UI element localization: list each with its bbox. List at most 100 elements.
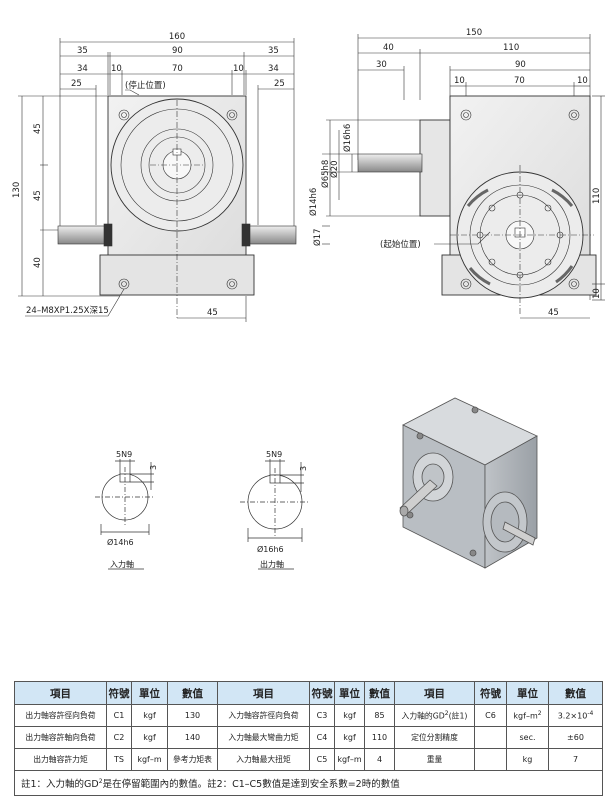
start-position-label: (起始位置) [380, 239, 421, 250]
input-shaft-section [95, 459, 155, 570]
table-cell: C6 [474, 704, 507, 727]
header-value-2: 數值 [364, 681, 395, 705]
table-header-row: 項目 符號 單位 數值 項目 符號 單位 數值 項目 符號 單位 數值 [14, 681, 603, 705]
header-unit-3: 單位 [506, 681, 549, 705]
side-view-labels: 150 40 110 30 90 10 70 10 Ø16h6 Ø65h8 Ø2… [308, 28, 602, 318]
input-shaft-caption: 入力軸 [110, 559, 134, 569]
dim-70: 70 [172, 64, 183, 74]
table-cell: kgf [334, 704, 365, 727]
header-symbol-3: 符號 [474, 681, 507, 705]
table-row: 出力軸容許軸向負荷 C2 kgf 140 入力軸最大彎曲力矩 C4 kgf 11… [14, 726, 603, 749]
table-cell: kg [506, 748, 549, 771]
table-cell: 3.2×10-4 [548, 704, 603, 727]
table-cell: kgf–m2 [506, 704, 549, 727]
dim-45-bottom: 45 [207, 308, 218, 318]
input-key-depth: 3 [149, 465, 158, 470]
note-sup: 2 [98, 777, 103, 785]
front-view-labels: 160 35 90 35 34 10 70 10 34 25 25 (停止位置)… [12, 32, 285, 318]
dim-10-left: 10 [111, 64, 122, 74]
dim-40: 40 [33, 257, 43, 268]
table-cell: kgf [334, 726, 365, 749]
dim-o17: Ø17 [312, 228, 323, 246]
output-shaft-labels: 5N9 3 Ø16h6 出力軸 [257, 450, 308, 569]
dim-34-left: 34 [77, 64, 88, 74]
dim-45: 45 [548, 308, 559, 318]
table-cell: kgf [131, 726, 168, 749]
spec-table: 項目 符號 單位 數值 項目 符號 單位 數值 項目 符號 單位 數值 出力軸容… [14, 681, 603, 796]
table-cell: kgf–m [334, 748, 365, 771]
header-unit-1: 單位 [131, 681, 168, 705]
dim-25-right: 25 [274, 79, 285, 89]
output-key-depth: 3 [299, 466, 308, 471]
indexer-3d-render [399, 397, 538, 569]
table-cell: 入力軸的GD2(註1) [394, 704, 475, 727]
gd-value: 3.2×10 [557, 711, 588, 721]
table-cell: 110 [364, 726, 395, 749]
dim-90: 90 [172, 46, 183, 56]
dim-30: 30 [376, 60, 387, 70]
header-symbol-2: 符號 [309, 681, 335, 705]
dim-10-b: 10 [577, 76, 588, 86]
table-cell: 4 [364, 748, 395, 771]
dim-10-a: 10 [454, 76, 465, 86]
dim-34-right: 34 [268, 64, 279, 74]
side-view [322, 34, 605, 319]
note-part-1: 註1：入力軸的GD [21, 779, 99, 790]
header-value-1: 數值 [167, 681, 218, 705]
table-cell: TS [106, 748, 132, 771]
table-cell [474, 748, 507, 771]
dim-10-right: 10 [233, 64, 244, 74]
header-symbol-1: 符號 [106, 681, 132, 705]
gd-unit-sup: 2 [537, 710, 542, 718]
dim-110-vertical: 110 [592, 188, 602, 204]
input-key-width: 5N9 [116, 450, 132, 459]
dim-o16h6: Ø16h6 [342, 124, 353, 152]
dim-130: 130 [12, 182, 22, 198]
header-item-1: 項目 [14, 681, 107, 705]
table-cell: 入力軸最大彎曲力矩 [217, 726, 310, 749]
table-cell: 7 [548, 748, 603, 771]
dim-70: 70 [514, 76, 525, 86]
dim-150: 150 [466, 28, 482, 38]
output-shaft-caption: 出力軸 [260, 559, 284, 569]
table-cell: 入力軸容許徑向負荷 [217, 704, 310, 727]
dim-10-vertical: 10 [592, 288, 602, 299]
dim-45-upper: 45 [33, 123, 43, 134]
table-cell: kgf [131, 704, 168, 727]
gd-sup: 2 [444, 709, 449, 717]
table-cell: C2 [106, 726, 132, 749]
table-cell: C3 [309, 704, 335, 727]
dim-35-right: 35 [268, 46, 279, 56]
header-value-3: 數值 [548, 681, 603, 705]
input-shaft-labels: 5N9 3 Ø14h6 入力軸 [107, 450, 158, 569]
tap-note: 24–M8XP1.25X深15 [26, 306, 109, 316]
table-cell: 出力軸容許軸向負荷 [14, 726, 107, 749]
gd-value-sup: -4 [587, 710, 594, 718]
front-view [18, 38, 297, 322]
dim-160: 160 [169, 32, 185, 42]
table-cell: 出力軸容許力矩 [14, 748, 107, 771]
output-key-width: 5N9 [266, 450, 282, 459]
table-cell: C4 [309, 726, 335, 749]
table-cell: 入力軸最大扭矩 [217, 748, 310, 771]
dim-45-middle: 45 [33, 190, 43, 201]
table-row: 出力軸容許力矩 TS kgf–m 參考力矩表 入力軸最大扭矩 C5 kgf–m … [14, 748, 603, 771]
dim-25-left: 25 [71, 79, 82, 89]
dim-90: 90 [515, 60, 526, 70]
table-cell: C5 [309, 748, 335, 771]
dim-40: 40 [383, 43, 394, 53]
table-cell: 出力軸容許徑向負荷 [14, 704, 107, 727]
table-note: 註1：入力軸的GD2是在停留範圍內的數值。註2：C1–C5數值是達到安全系數=2… [14, 770, 603, 796]
table-cell: 140 [167, 726, 218, 749]
table-note-row: 註1：入力軸的GD2是在停留範圍內的數值。註2：C1–C5數值是達到安全系數=2… [14, 770, 603, 796]
header-item-3: 項目 [394, 681, 475, 705]
header-unit-2: 單位 [334, 681, 365, 705]
table-cell: 85 [364, 704, 395, 727]
dim-110: 110 [503, 43, 519, 53]
dim-o14h6: Ø14h6 [308, 188, 319, 216]
input-diameter: Ø14h6 [107, 537, 134, 547]
table-cell: 130 [167, 704, 218, 727]
dim-o65h8: Ø65h8 [320, 160, 331, 188]
table-cell [474, 726, 507, 749]
